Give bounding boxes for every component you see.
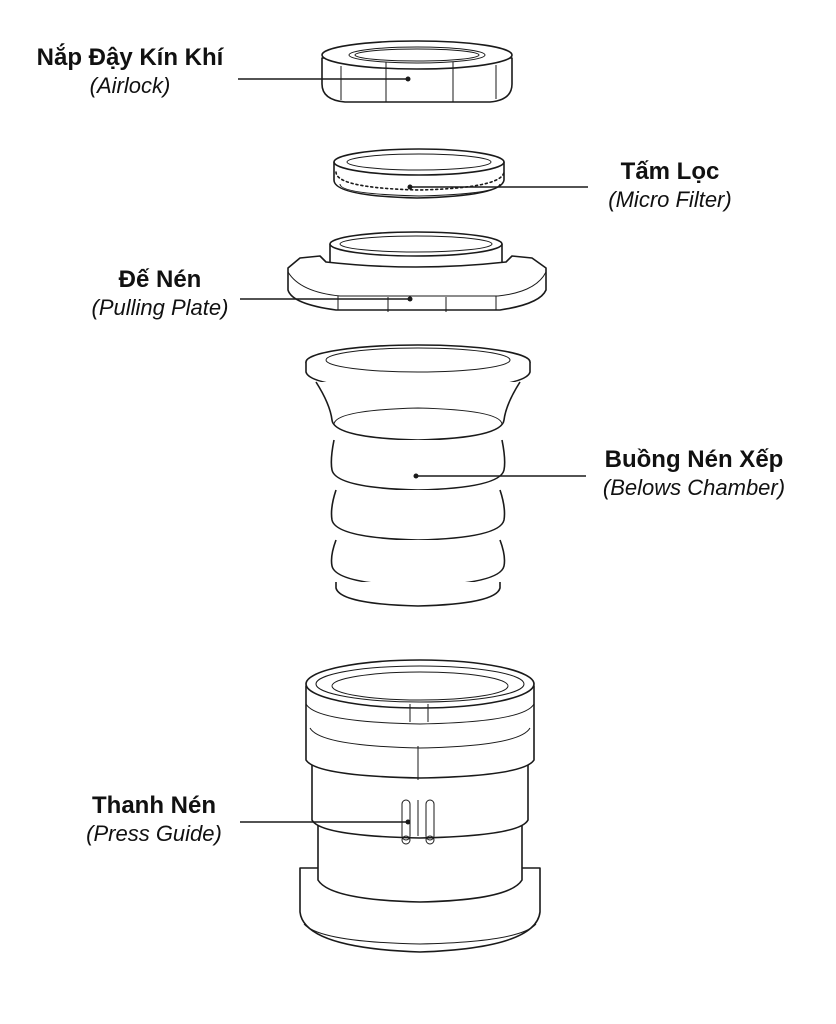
pulling-plate-drawing (287, 231, 547, 312)
label-chamber-en: (Belows Chamber) (602, 474, 786, 500)
label-guide-vn: Thanh Nén (92, 792, 216, 819)
label-filter-vn: Tấm Lọc (620, 158, 720, 185)
label-chamber-vn: Buồng Nén Xếp (604, 446, 784, 473)
label-plate-vn: Đế Nén (118, 266, 202, 293)
micro-filter-drawing (333, 148, 505, 199)
airlock-cap-drawing (321, 40, 513, 103)
label-plate-en: (Pulling Plate) (91, 294, 229, 320)
label-filter-en: (Micro Filter) (608, 186, 732, 212)
press-guide-drawing (299, 659, 541, 953)
label-airlock-en: (Airlock) (89, 72, 171, 98)
label-chamber: Buồng Nén Xếp (Belows Chamber) (584, 446, 804, 501)
leader-lines (238, 76, 588, 825)
label-airlock-vn: Nắp Đậy Kín Khí (36, 44, 224, 71)
label-guide-en: (Press Guide) (86, 820, 222, 846)
label-plate: Đế Nén (Pulling Plate) (60, 266, 260, 321)
label-airlock: Nắp Đậy Kín Khí (Airlock) (20, 44, 240, 99)
label-filter: Tấm Lọc (Micro Filter) (570, 158, 770, 213)
bellows-chamber-drawing (305, 344, 531, 607)
label-guide: Thanh Nén (Press Guide) (54, 792, 254, 847)
